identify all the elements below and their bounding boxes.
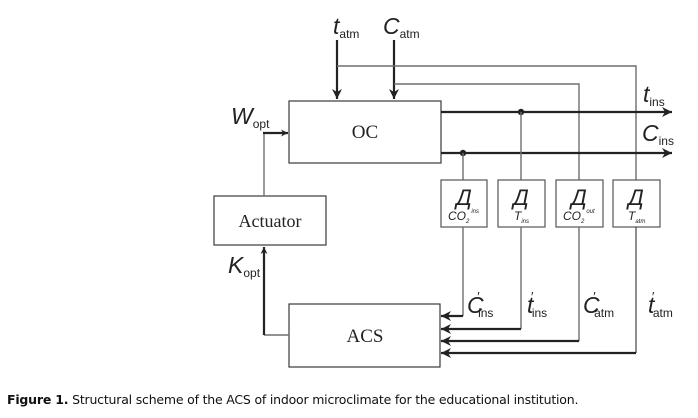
sensor-glyph: Д [568, 185, 587, 210]
t-atm-branch-line [337, 65, 637, 180]
t-atm-input: tatm [332, 13, 359, 99]
t-ins-measured-label: t′ins [527, 289, 547, 320]
sensor-glyph: Д [453, 185, 472, 210]
c-ins-label: Cins [642, 120, 674, 148]
sensor-glyph: Д [510, 185, 529, 210]
sensor-glyph: Д [625, 185, 644, 210]
figure-caption-text: Structural scheme of the ACS of indoor m… [68, 392, 579, 407]
sensor-co2-ins: Д CO2ins [440, 179, 488, 228]
acs-label: ACS [347, 326, 384, 347]
sensor-label: CO2ins [448, 209, 479, 225]
sensor-t-atm: Д Tatm [612, 179, 661, 228]
c-atm-measured-label: C′atm [583, 289, 614, 320]
c-atm-branch-line [394, 83, 580, 180]
w-opt-label: Wopt [231, 103, 270, 131]
sensor-label: Tatm [628, 209, 645, 225]
sensor-t-ins: Д Tins [497, 179, 546, 228]
oc-block: OC [288, 100, 442, 164]
t-atm-label: tatm [333, 13, 359, 41]
oc-label: OC [352, 122, 378, 143]
c-atm-input: Catm [383, 13, 420, 99]
actuator-block: Actuator [213, 195, 327, 246]
t-ins-label: tins [643, 81, 665, 109]
k-opt-label: Kopt [228, 252, 261, 280]
acs-block: ACS [288, 303, 441, 368]
figure-caption-label: Figure 1. [7, 392, 69, 407]
c-atm-label: Catm [383, 13, 420, 41]
figure-caption: Figure 1. Structural scheme of the ACS o… [7, 392, 578, 407]
sensor-co2-out: Д CO2out [555, 179, 604, 228]
actuator-label: Actuator [239, 211, 302, 231]
sensor-label: Tins [514, 209, 529, 225]
t-atm-measured-label: t′atm [648, 289, 673, 320]
sensor-label: CO2out [563, 209, 595, 225]
c-ins-measured-label: C′ins [467, 289, 493, 320]
